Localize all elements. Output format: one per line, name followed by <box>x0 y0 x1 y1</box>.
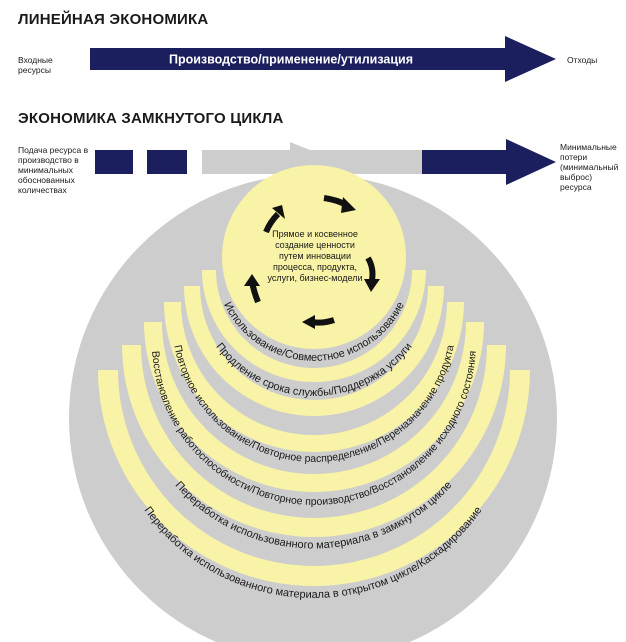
rotation-arrow-head-5 <box>272 205 285 219</box>
rotation-arrow-head-4 <box>244 274 260 286</box>
loop-band-5 <box>122 345 506 537</box>
circular-input-segment-1 <box>95 150 133 174</box>
circular-output-label: Минимальные потери (минимальный выброс) … <box>560 142 619 192</box>
rotation-arrow-head-3 <box>302 315 315 329</box>
loop-band-4 <box>144 322 484 492</box>
rotation-arrow-head-2 <box>364 279 380 292</box>
linear-input-label: Входные ресурсы <box>18 55 53 75</box>
rotation-arrow-2 <box>365 256 376 281</box>
value-creation-text: Прямое и косвенное создание ценности пут… <box>267 229 363 283</box>
circular-economy-title: ЭКОНОМИКА ЗАМКНУТОГО ЦИКЛА <box>18 110 284 127</box>
circular-input-label: Подача ресурса в производство в минималь… <box>18 145 89 195</box>
rotation-arrow-3 <box>311 317 335 326</box>
circular-input-segment-2 <box>147 150 187 174</box>
rotation-arrow-heads <box>244 197 380 329</box>
linear-economy-title: ЛИНЕЙНАЯ ЭКОНОМИКА <box>18 11 209 28</box>
loop-bands <box>98 270 530 586</box>
linear-output-label: Отходы <box>567 55 598 65</box>
loop-band-1 <box>202 270 426 382</box>
rotation-arrow-head-1 <box>341 197 356 213</box>
loop-band-3 <box>164 302 464 452</box>
linear-arrow-label: Производство/применение/утилизация <box>169 53 413 67</box>
circular-output-arrow <box>422 139 556 185</box>
loop-band-2 <box>184 286 444 416</box>
linear-flow-arrow <box>90 36 556 82</box>
value-creation-circle <box>222 165 406 349</box>
rotation-arrow-5 <box>263 211 281 234</box>
